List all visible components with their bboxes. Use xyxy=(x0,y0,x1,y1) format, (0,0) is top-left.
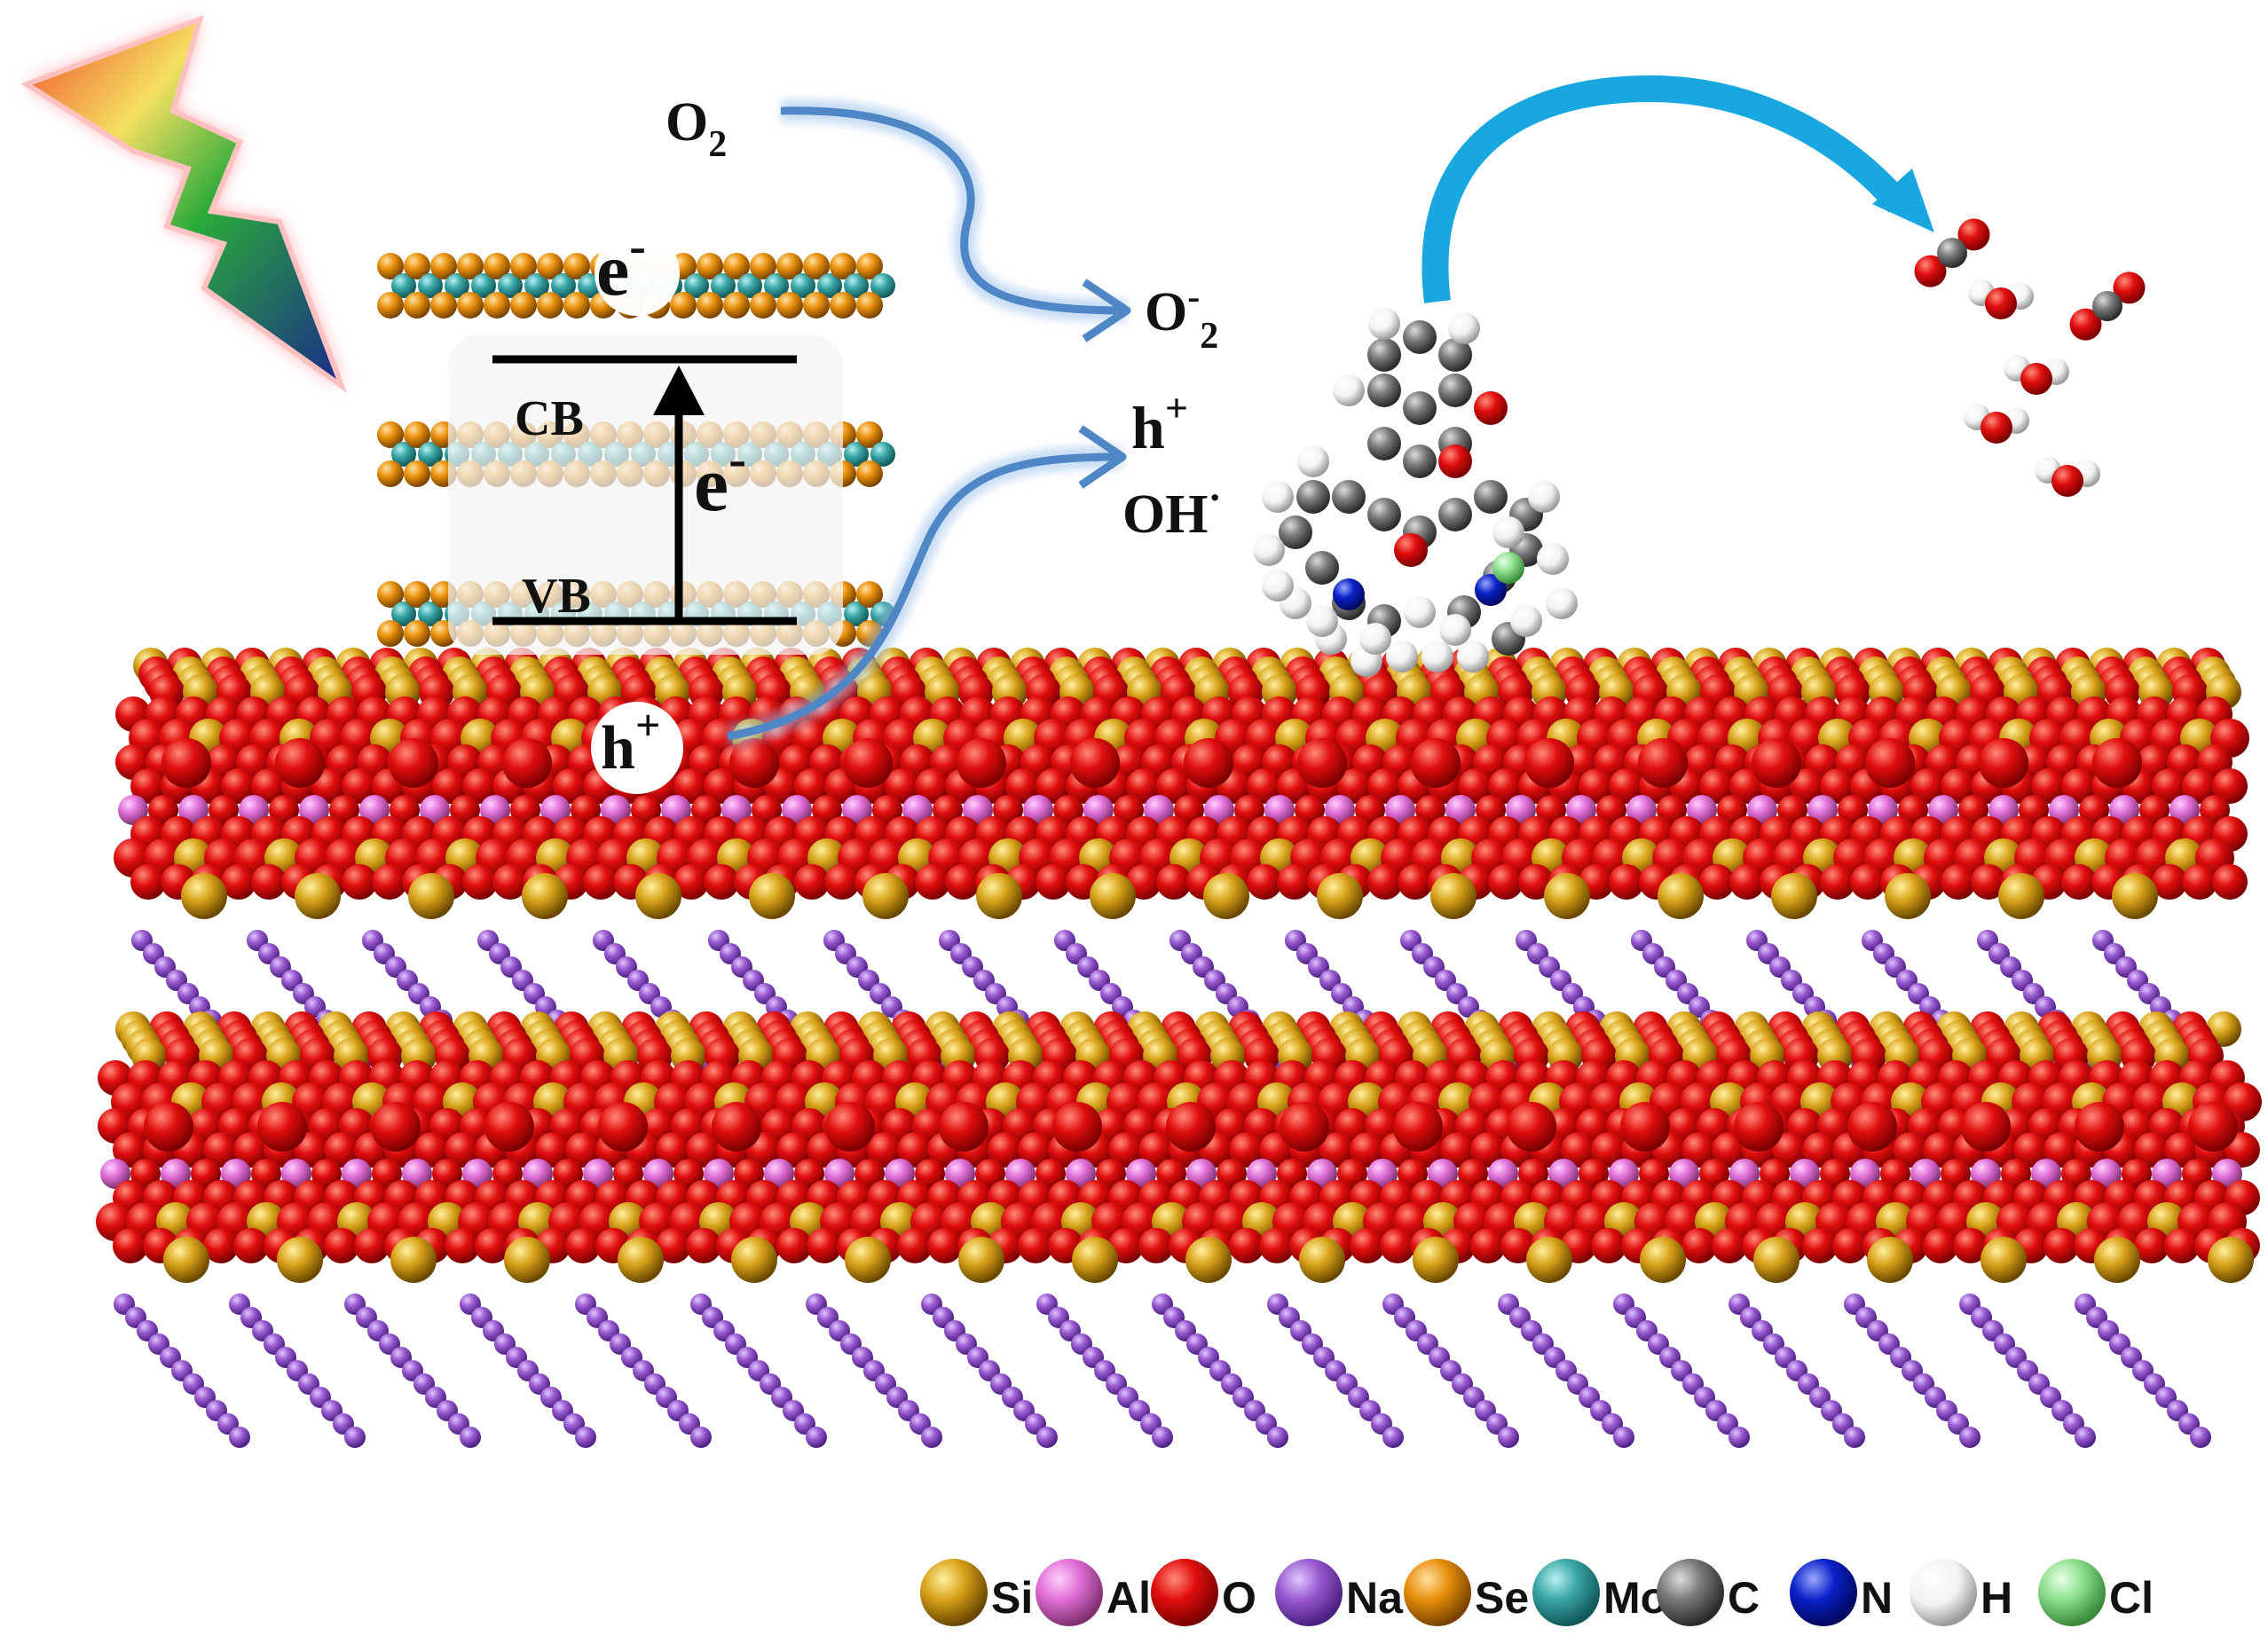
legend-label-h: H xyxy=(1981,1573,2012,1623)
legend-label-se: Se xyxy=(1475,1573,1529,1623)
legend-item-cl: Cl xyxy=(2038,1559,2154,1626)
legend-label-na: Na xyxy=(1346,1573,1404,1623)
legend-swatch-cl xyxy=(2038,1559,2106,1626)
legend-swatch-si xyxy=(920,1559,988,1626)
legend-label-o: O xyxy=(1222,1573,1256,1623)
legend-label-n: N xyxy=(1861,1573,1893,1623)
legend-swatch-c xyxy=(1657,1559,1724,1626)
legend-swatch-n xyxy=(1790,1559,1857,1626)
legend-item-n: N xyxy=(1790,1559,1893,1626)
legend-item-al: Al xyxy=(1036,1559,1151,1626)
legend-swatch-na xyxy=(1275,1559,1343,1626)
hole-oxidation-arrow xyxy=(725,425,1127,748)
degradation-arrow xyxy=(1421,75,1934,303)
legend-label-c: C xyxy=(1728,1573,1760,1623)
zeolite-support-layers xyxy=(96,648,2262,1283)
superoxide-label: O-2 xyxy=(1145,277,1218,357)
legend-label-si: Si xyxy=(991,1573,1033,1623)
legend-swatch-o xyxy=(1151,1559,1218,1626)
legend-swatch-al xyxy=(1036,1559,1103,1626)
electron-in-gap: e- xyxy=(694,429,746,528)
legend-swatch-mo xyxy=(1532,1559,1600,1626)
degradation-products xyxy=(1914,218,2146,497)
legend-label-cl: Cl xyxy=(2109,1573,2154,1623)
hole-product-label: h+ xyxy=(1131,385,1188,461)
lightning-bolt-icon xyxy=(20,15,348,394)
svg-text:e-: e- xyxy=(596,219,646,311)
legend-item-mo: Mo xyxy=(1532,1559,1667,1626)
electron-bubble: e- xyxy=(595,219,680,316)
hole-bubble: h+ xyxy=(591,700,683,794)
legend-item-si: Si xyxy=(920,1559,1033,1626)
svg-text:h+: h+ xyxy=(601,700,660,783)
oxygen-reduction-arrow xyxy=(780,98,1131,342)
legend-item-o: O xyxy=(1151,1559,1256,1626)
legend-item-c: C xyxy=(1657,1559,1760,1626)
element-legend: Si Al O Na Se Mo C N H Cl xyxy=(920,1559,2154,1626)
legend-item-h: H xyxy=(1910,1559,2012,1626)
legend-item-se: Se xyxy=(1404,1559,1529,1626)
band-gap-panel: CB VB e- xyxy=(448,335,843,655)
legend-swatch-h xyxy=(1910,1559,1977,1626)
hydroxyl-radical-label: OH· xyxy=(1122,475,1222,545)
dye-molecule xyxy=(1253,308,1578,677)
cb-label: CB xyxy=(515,391,584,446)
vb-label: VB xyxy=(522,569,591,624)
legend-label-mo: Mo xyxy=(1603,1573,1667,1623)
legend-item-na: Na xyxy=(1275,1559,1404,1626)
legend-swatch-se xyxy=(1404,1559,1471,1626)
o2-label: O2 xyxy=(665,92,727,165)
legend-label-al: Al xyxy=(1106,1573,1151,1623)
